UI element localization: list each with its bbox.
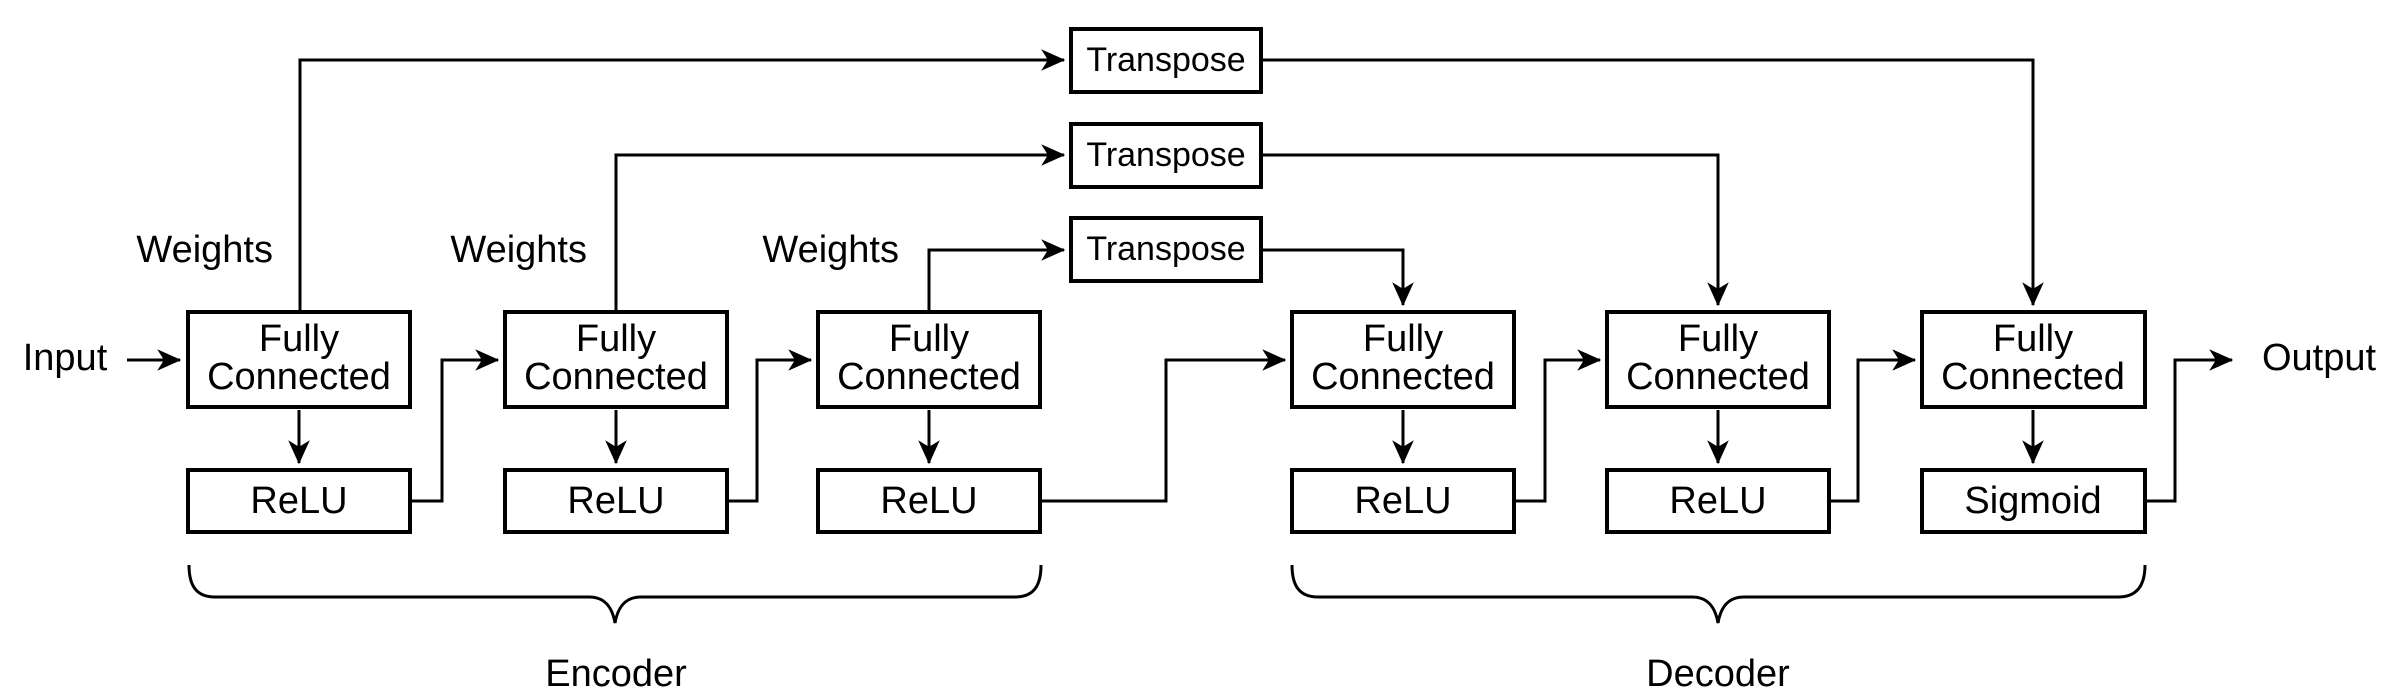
transpose-label: Transpose [1086, 230, 1245, 268]
decoder-column-2: Fully Connected ReLU [1605, 310, 1831, 534]
fc2-weights-to-transpose2 [614, 144, 1066, 311]
fully-connected-box [1605, 310, 1831, 409]
fully-connected-box [186, 310, 412, 409]
fully-connected-box [1920, 310, 2147, 409]
weights-label-1: Weights [136, 229, 273, 271]
activation-label: ReLU [250, 480, 347, 522]
transpose-box-3: Transpose [1069, 216, 1263, 283]
encoder-column-2: Fully Connected ReLU [503, 310, 729, 534]
weights-label-3: Weights [762, 229, 899, 271]
activation-label: ReLU [567, 480, 664, 522]
decoder-column-1: Fully Connected ReLU [1290, 310, 1516, 534]
encoder-section-label: Encoder [545, 653, 687, 695]
decoder-column-3: Fully Connected Sigmoid [1920, 310, 2147, 534]
weights-label-2: Weights [450, 229, 587, 271]
activation-box [186, 468, 412, 534]
fully-connected-label-line2: Connected [1311, 356, 1495, 398]
transpose-box-1: Transpose [1069, 27, 1263, 94]
sigmoid-to-output-arrow [2145, 349, 2234, 503]
encoder-column-3: Fully Connected ReLU [816, 310, 1042, 534]
relu4-to-fc5-connector [1513, 349, 1602, 503]
activation-box [503, 468, 729, 534]
decoder-brace [1290, 564, 2147, 624]
fully-connected-label-line2: Connected [207, 356, 391, 398]
activation-label: Sigmoid [1964, 480, 2101, 522]
relu5-to-fc6-connector [1829, 349, 1917, 503]
input-label: Input [23, 337, 108, 379]
activation-label: ReLU [880, 480, 977, 522]
fc1-weights-to-transpose1 [298, 49, 1066, 311]
relu2-to-fc3-connector [727, 349, 813, 503]
fully-connected-label-line1: Fully [1993, 318, 2073, 360]
activation-box [1920, 468, 2147, 534]
relu1-to-fc2-connector [410, 349, 500, 503]
transpose-box-2: Transpose [1069, 122, 1263, 189]
fully-connected-box [1290, 310, 1516, 409]
transpose1-to-fc6 [1261, 58, 2044, 307]
fully-connected-label-line2: Connected [1626, 356, 1810, 398]
fully-connected-label-line1: Fully [576, 318, 656, 360]
fc3-weights-to-transpose3 [927, 239, 1066, 311]
fully-connected-label-line2: Connected [837, 356, 1021, 398]
fully-connected-label-line2: Connected [524, 356, 708, 398]
activation-label: ReLU [1669, 480, 1766, 522]
transpose-rect [1069, 27, 1263, 94]
fully-connected-box [503, 310, 729, 409]
fully-connected-label-line1: Fully [259, 318, 339, 360]
latent-connector [1040, 349, 1287, 503]
output-label: Output [2262, 337, 2377, 379]
fully-connected-label-line2: Connected [1941, 356, 2125, 398]
transpose2-to-fc5 [1261, 153, 1729, 307]
transpose-rect [1069, 122, 1263, 189]
decoder-section-label: Decoder [1646, 653, 1790, 695]
fully-connected-box [816, 310, 1042, 409]
encoder-brace [187, 564, 1043, 624]
fully-connected-label-line1: Fully [889, 318, 969, 360]
transpose3-to-fc4 [1261, 248, 1414, 307]
activation-label: ReLU [1354, 480, 1451, 522]
fully-connected-label-line1: Fully [1363, 318, 1443, 360]
activation-box [816, 468, 1042, 534]
encoder-column-1: Fully Connected ReLU [186, 310, 412, 534]
transpose-label: Transpose [1086, 41, 1245, 79]
fully-connected-label-line1: Fully [1678, 318, 1758, 360]
transpose-label: Transpose [1086, 136, 1245, 174]
